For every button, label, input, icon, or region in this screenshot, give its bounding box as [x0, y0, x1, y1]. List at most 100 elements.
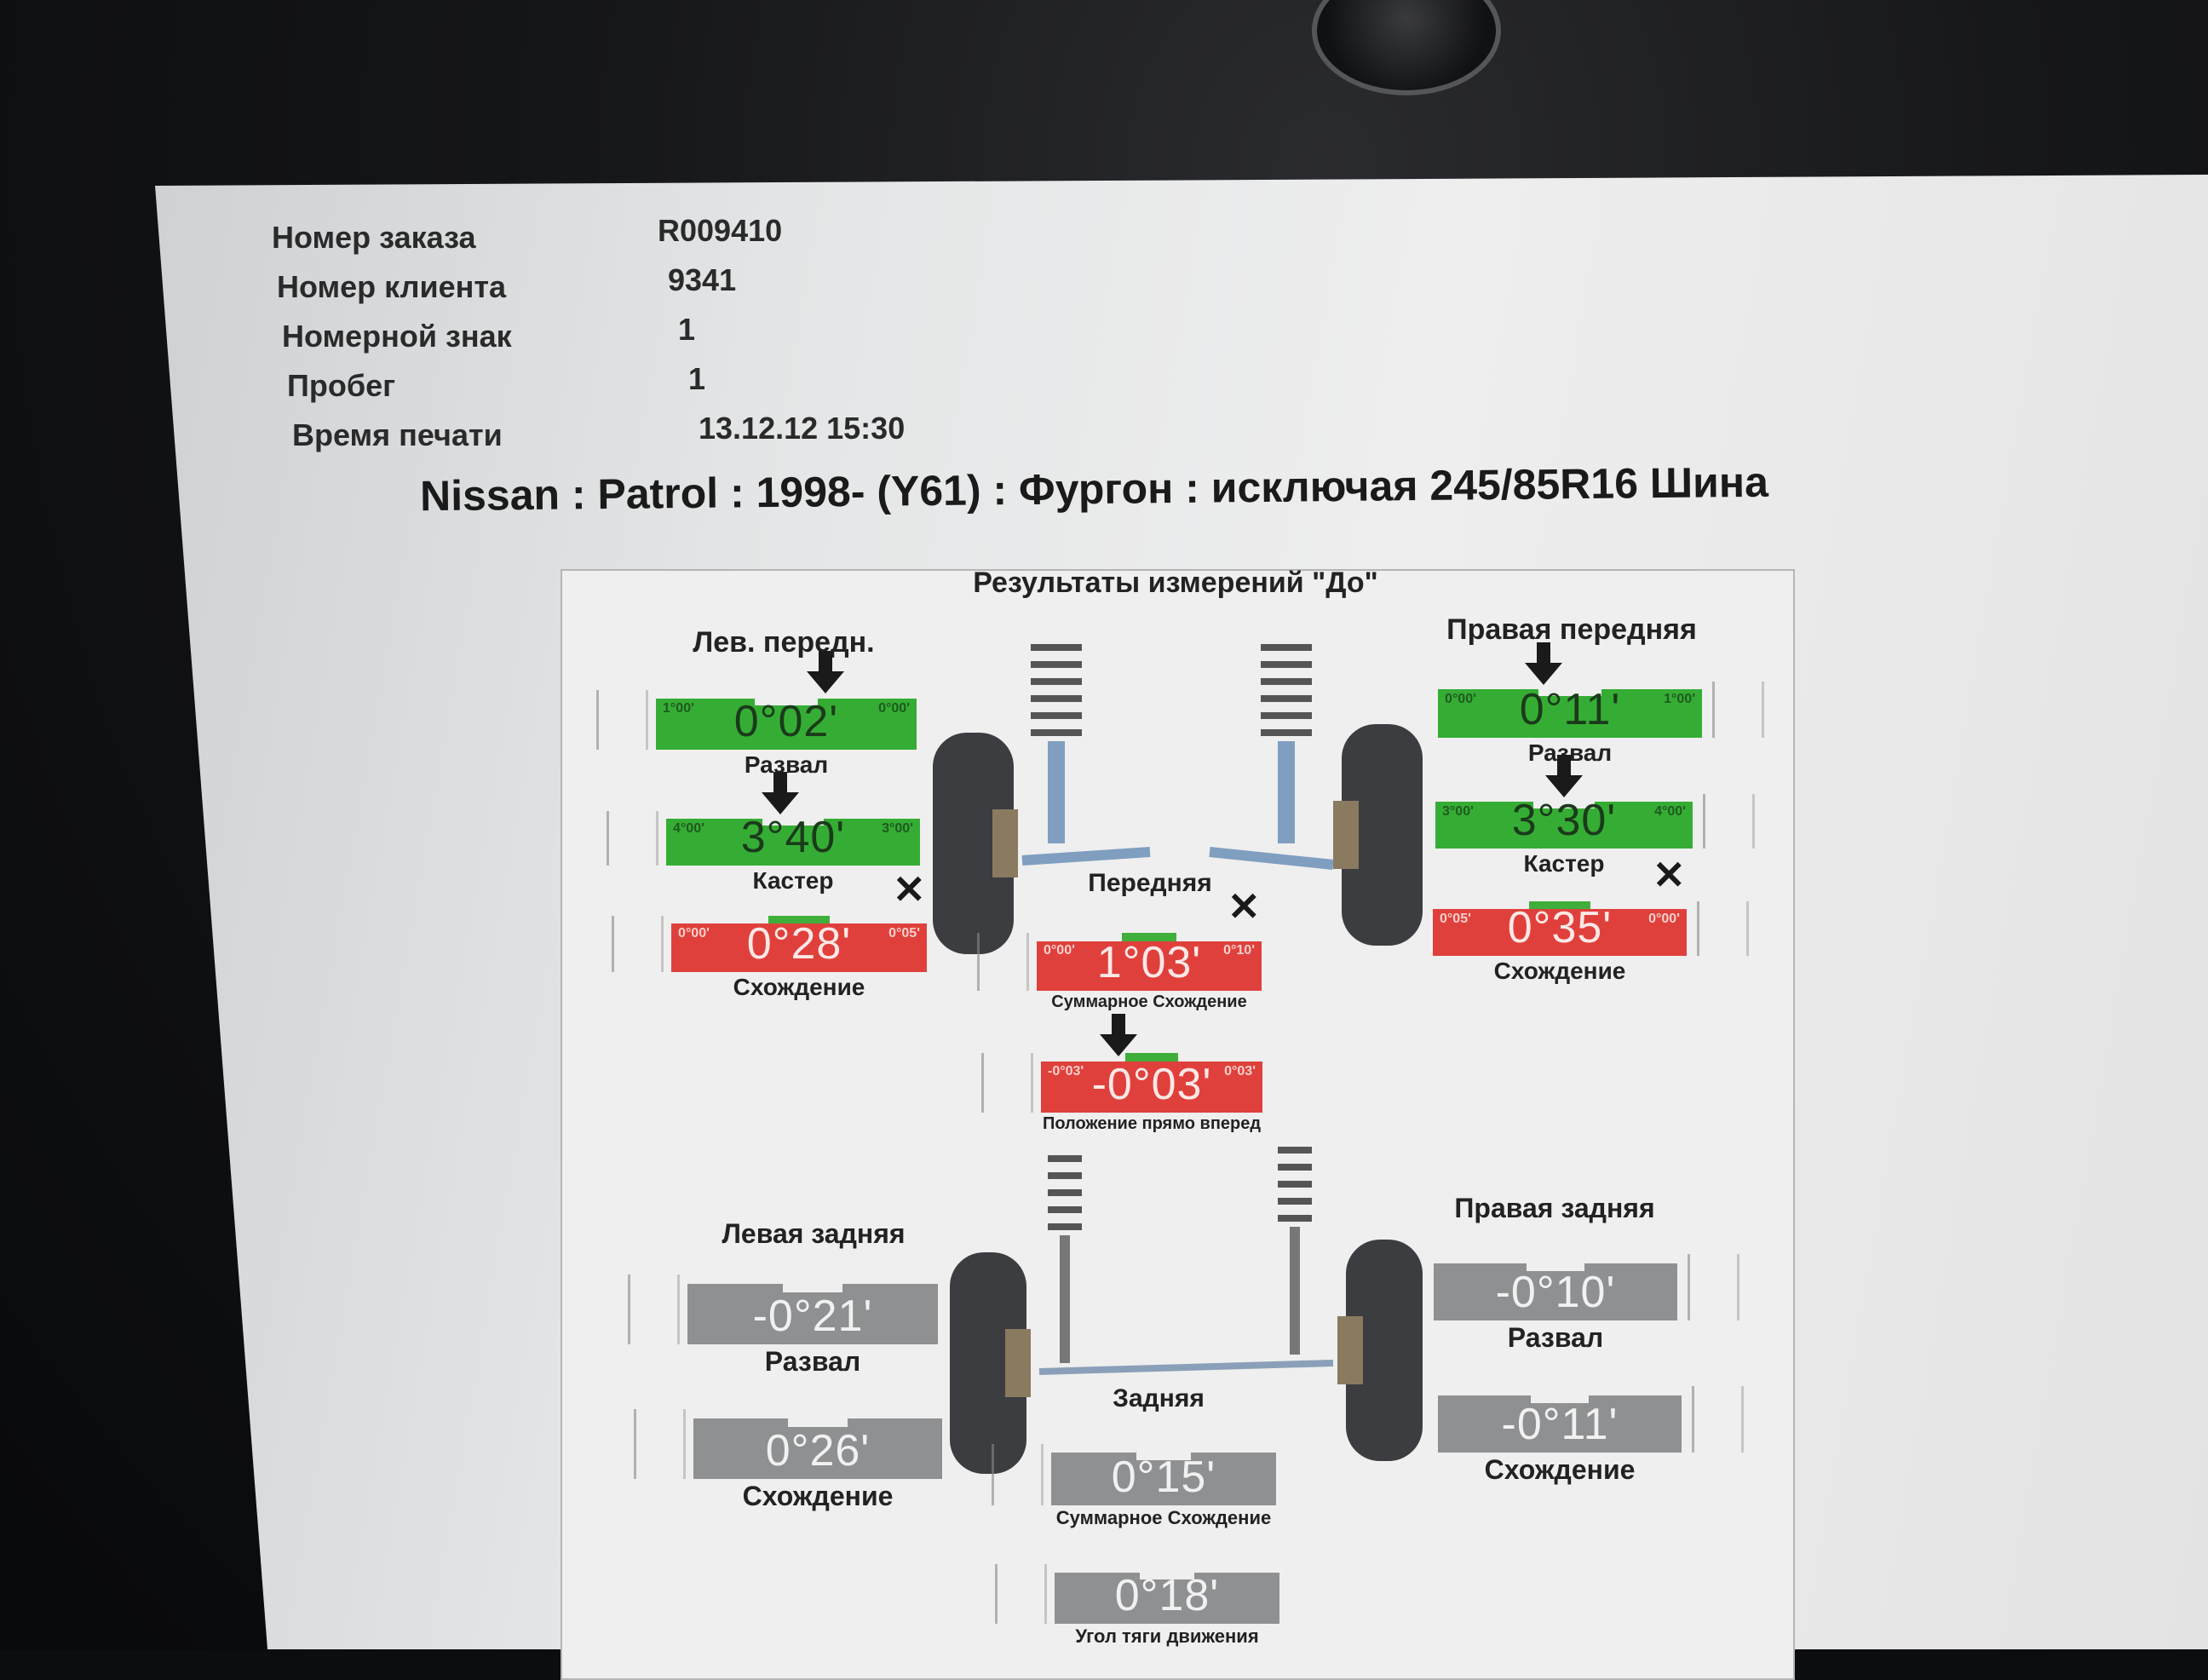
gauge-bar [1041, 1061, 1262, 1113]
tolerance-window [1538, 689, 1602, 697]
header-field-label: Номер клиента [277, 269, 507, 304]
gauge-value: 3°30' [1511, 796, 1617, 846]
gauge-lf-caster: 4°00' 3°00' 3°40' [666, 811, 920, 866]
gauge-label: Развал [764, 1346, 861, 1377]
header-field-value: 1 [688, 361, 706, 396]
gauge-lr-camber: -0°21' [687, 1274, 938, 1344]
wheel-angle-icon [977, 933, 1029, 991]
gauge-rf-toe: 0°05' 0°00' 0°35' [1433, 901, 1687, 956]
wheel-angle-icon [634, 1409, 686, 1479]
gauge-label: Схождение [733, 974, 865, 1000]
gauge-min: 0°00' [678, 925, 710, 941]
front-left-spring-icon [1021, 644, 1151, 866]
wheel-angle-icon [1712, 682, 1764, 738]
header-field-label: Номер заказа [272, 220, 476, 255]
gauge-label: Схождение [1484, 1454, 1636, 1485]
header-field-value: R009410 [658, 213, 783, 248]
gauge-label: Угол тяги движения [1075, 1625, 1259, 1647]
gauge-min: 1°00' [663, 700, 694, 716]
gauge-bar [1433, 908, 1687, 956]
rear-suspension-icon [1038, 1147, 1334, 1375]
gauge-min: 0°00' [1445, 691, 1476, 706]
out-of-range-x-icon: ✕ [1653, 853, 1686, 897]
gauge-max: 3°00' [882, 820, 913, 836]
gauge-value: 0°35' [1507, 903, 1613, 953]
gauge-bar [666, 818, 920, 866]
alignment-diagram: Результаты измерений "До" Лев. передн. Пра… [561, 567, 1795, 1680]
section-right-front: Правая передняя [1446, 613, 1697, 646]
header-field-label: Время печати [292, 417, 503, 452]
gauge-thrust-angle: 0°18' [1055, 1564, 1279, 1624]
gauge-value: -0°10' [1495, 1267, 1616, 1317]
gauge-lf-camber: 1°00' 0°00' 0°02' [656, 690, 917, 750]
gauge-rr-toe: -0°11' [1438, 1386, 1682, 1453]
section-left-front: Лев. передн. [693, 626, 875, 659]
diagram-title: Результаты измерений "До" [973, 567, 1378, 599]
section-front-axle: Передняя [1088, 869, 1212, 897]
tolerance-window [1530, 1395, 1590, 1404]
out-of-range-x-icon: ✕ [1228, 884, 1261, 929]
gauge-label: Суммарное Схождение [1051, 992, 1247, 1011]
tolerance-window [762, 818, 824, 826]
gauge-value: 0°11' [1519, 685, 1621, 735]
section-right-rear: Правая задняя [1454, 1193, 1655, 1223]
gauge-value: 1°03' [1096, 938, 1202, 988]
section-rear-axle: Задняя [1113, 1384, 1205, 1412]
gauge-rf-caster: 3°00' 4°00' 3°30' [1435, 794, 1693, 849]
suspension-illustration [933, 644, 1423, 1474]
wheel-angle-icon [596, 690, 648, 750]
gauge-bar [1435, 801, 1693, 849]
gauge-max: 0°00' [1648, 911, 1680, 926]
gauge-max: 1°00' [1664, 691, 1695, 706]
header-field-value: 1 [678, 312, 696, 347]
front-left-wheel-icon [933, 733, 1018, 954]
tolerance-window [1140, 1572, 1194, 1580]
out-of-range-x-icon: ✕ [893, 867, 926, 912]
header-field-label: Пробег [287, 368, 396, 403]
gauge-value: 0°26' [765, 1425, 871, 1476]
gauge-min: 0°05' [1440, 911, 1471, 926]
header-field-label: Номерной знак [282, 319, 512, 354]
gauge-front-total-toe: 0°00' 0°10' 1°03' [1037, 933, 1262, 991]
header-field-value: 13.12.12 15:30 [699, 411, 906, 446]
wheel-angle-icon [1697, 901, 1749, 956]
gauge-straight-ahead: -0°03' 0°03' -0°03' [1041, 1053, 1262, 1113]
gauge-bar [1055, 1572, 1279, 1624]
measurement-arrow-icon [806, 651, 844, 693]
gauge-rf-camber: 0°00' 1°00' 0°11' [1438, 682, 1702, 738]
gauge-value: 3°40' [740, 813, 846, 863]
wheel-angle-icon [981, 1053, 1033, 1113]
measurement-arrow-icon [762, 772, 800, 814]
wheel-angle-icon [1688, 1254, 1739, 1320]
measurement-arrow-icon [1100, 1014, 1137, 1056]
gauge-label: Схождение [742, 1481, 894, 1511]
tolerance-window [755, 698, 818, 706]
rear-right-wheel-icon [1337, 1240, 1423, 1461]
front-right-wheel-icon [1333, 724, 1423, 946]
rear-left-wheel-icon [950, 1252, 1031, 1474]
gauge-min: 3°00' [1442, 803, 1474, 819]
gauge-rear-total-toe: 0°15' [1051, 1444, 1276, 1505]
gauge-value: 0°18' [1114, 1571, 1220, 1621]
gauge-label: Схождение [1493, 958, 1626, 984]
gauge-max: 4°00' [1654, 803, 1686, 819]
gauge-max: 0°00' [878, 700, 910, 716]
gauge-rr-camber: -0°10' [1434, 1254, 1677, 1320]
gauge-min: -0°03' [1048, 1063, 1084, 1079]
header-field-value: 9341 [668, 262, 737, 297]
gauge-lf-toe: 0°00' 0°05' 0°28' [671, 916, 927, 972]
gauge-min: 0°00' [1044, 943, 1075, 958]
measurement-arrow-icon [1525, 642, 1562, 685]
gauge-bar [671, 923, 927, 972]
gauge-bar [693, 1418, 942, 1479]
tolerance-window [782, 1284, 843, 1293]
wheel-angle-icon [992, 1444, 1044, 1505]
gauge-value: 0°28' [746, 919, 852, 969]
gauge-lr-toe: 0°26' [693, 1409, 942, 1479]
gauge-label: Кастер [1523, 850, 1605, 877]
section-left-rear: Левая задняя [722, 1218, 906, 1249]
gauge-label: Суммарное Схождение [1055, 1507, 1272, 1528]
gauge-value: 0°02' [733, 697, 839, 747]
gauge-bar [687, 1284, 938, 1344]
tolerance-window [1136, 1453, 1191, 1460]
